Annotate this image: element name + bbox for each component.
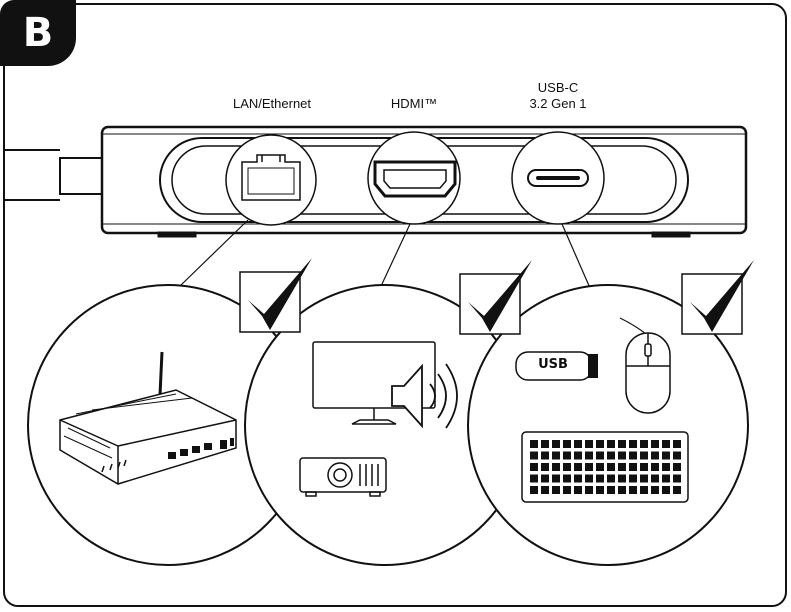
keyboard-key xyxy=(563,451,571,460)
keyboard-key xyxy=(662,440,670,448)
keyboard-key xyxy=(552,440,560,448)
keyboard-key xyxy=(662,451,670,460)
check-lan xyxy=(239,258,312,333)
keyboard-key xyxy=(673,451,681,460)
keyboard-key xyxy=(563,463,571,471)
keyboard-key xyxy=(552,451,560,460)
ethernet-port-icon xyxy=(241,154,301,201)
label-usbc-line2: 3.2 Gen 1 xyxy=(529,96,587,111)
keyboard-key xyxy=(629,474,637,483)
keyboard-key xyxy=(618,440,626,448)
keyboard-key xyxy=(640,486,648,494)
cable xyxy=(4,149,103,201)
keyboard-key xyxy=(585,451,593,460)
keyboard-key xyxy=(629,440,637,448)
speaker-icon xyxy=(391,363,458,429)
keyboard-key xyxy=(651,474,659,483)
keyboard-key xyxy=(596,451,604,460)
keyboard-key xyxy=(541,474,549,483)
keyboard-key xyxy=(607,463,615,471)
keyboard-key xyxy=(574,451,582,460)
label-lan: LAN/Ethernet xyxy=(232,96,312,111)
keyboard-key xyxy=(563,474,571,483)
keyboard-key xyxy=(618,474,626,483)
keyboard-key xyxy=(541,451,549,460)
keyboard-key xyxy=(563,486,571,494)
keyboard-key xyxy=(640,474,648,483)
keyboard-key xyxy=(541,463,549,471)
keyboard-key xyxy=(662,463,670,471)
check-hdmi xyxy=(459,260,532,335)
keyboard-icon xyxy=(521,431,689,503)
leader-lines xyxy=(179,219,591,289)
keyboard-key xyxy=(629,463,637,471)
keyboard-key xyxy=(552,463,560,471)
panel-label-badge: B xyxy=(0,0,76,66)
keyboard-key xyxy=(563,440,571,448)
keyboard-key xyxy=(662,474,670,483)
projector-icon xyxy=(299,457,387,497)
label-hdmi: HDMI™ xyxy=(390,96,438,111)
keyboard-key xyxy=(673,486,681,494)
keyboard-key xyxy=(640,440,648,448)
port-circle-hdmi xyxy=(367,131,461,225)
keyboard-key xyxy=(640,451,648,460)
keyboard-key xyxy=(607,440,615,448)
keyboard-key xyxy=(651,451,659,460)
keyboard-key xyxy=(662,486,670,494)
check-usbc xyxy=(681,260,754,335)
keyboard-key xyxy=(574,486,582,494)
keyboard-key xyxy=(596,474,604,483)
keyboard-key xyxy=(596,486,604,494)
keyboard-key xyxy=(585,474,593,483)
keyboard-key xyxy=(530,474,538,483)
port-circle-usbc xyxy=(511,131,605,225)
keyboard-key xyxy=(596,463,604,471)
keyboard-key xyxy=(552,474,560,483)
keyboard-key xyxy=(530,463,538,471)
keyboard-key xyxy=(618,451,626,460)
keyboard-key xyxy=(651,486,659,494)
keyboard-key xyxy=(541,486,549,494)
keyboard-key xyxy=(574,440,582,448)
keyboard-key xyxy=(618,463,626,471)
keyboard-key xyxy=(618,486,626,494)
keyboard-key xyxy=(574,463,582,471)
keyboard-key xyxy=(629,451,637,460)
keyboard-key xyxy=(596,440,604,448)
keyboard-key xyxy=(530,440,538,448)
keyboard-key xyxy=(673,463,681,471)
keyboard-key xyxy=(607,451,615,460)
keyboard-key xyxy=(607,474,615,483)
keyboard-key xyxy=(585,486,593,494)
port-circle-lan xyxy=(225,134,317,226)
keyboard-key xyxy=(574,474,582,483)
label-usbc-line1: USB-C xyxy=(537,80,579,95)
keyboard-key xyxy=(585,463,593,471)
keyboard-key xyxy=(640,463,648,471)
mouse-icon xyxy=(619,317,671,414)
keyboard-key xyxy=(530,451,538,460)
usbc-port-icon xyxy=(527,169,589,187)
keyboard-key xyxy=(541,440,549,448)
usb-stick-icon xyxy=(515,351,598,381)
keyboard-key xyxy=(673,440,681,448)
keyboard-key xyxy=(585,440,593,448)
hdmi-port-icon xyxy=(373,160,457,198)
router-icon xyxy=(59,351,237,485)
usb-stick-label: USB xyxy=(538,357,568,372)
keyboard-key xyxy=(629,486,637,494)
keyboard-key xyxy=(651,440,659,448)
keyboard-key xyxy=(673,474,681,483)
keyboard-key xyxy=(552,486,560,494)
keyboard-key xyxy=(607,486,615,494)
outer-frame xyxy=(3,3,787,607)
keyboard-key xyxy=(530,486,538,494)
keyboard-key xyxy=(651,463,659,471)
